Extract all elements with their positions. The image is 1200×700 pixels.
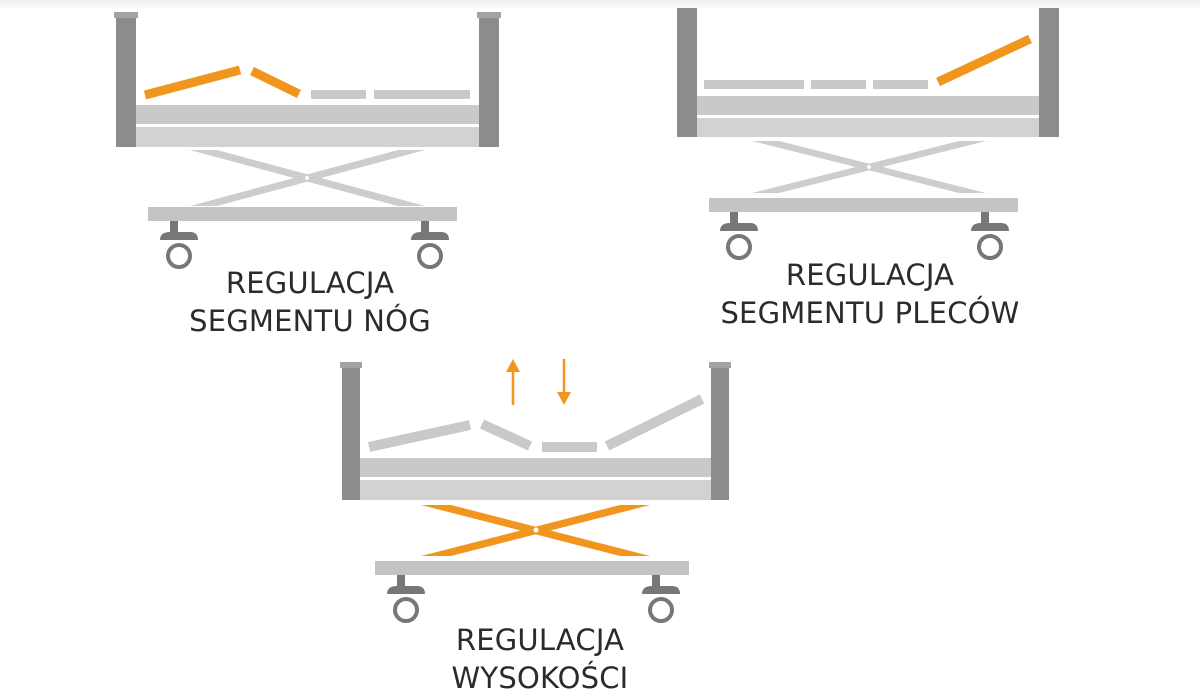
leg-segment (367, 420, 472, 452)
bed-base (148, 207, 457, 221)
post-cap-left (340, 362, 362, 368)
caster-wheel-icon (411, 221, 449, 269)
bed-post-left (342, 364, 360, 500)
seat-segment (873, 80, 928, 89)
arrow-up-icon (506, 359, 520, 405)
caption-legs: REGULACJA SEGMENTU NÓG (160, 264, 460, 340)
bed-frame-top (360, 458, 711, 477)
bed-frame-bottom (360, 480, 711, 500)
caster-wheel-icon (160, 221, 198, 269)
caption-back-line1: REGULACJA (785, 258, 955, 292)
caption-back: REGULACJA SEGMENTU PLECÓW (700, 256, 1040, 332)
post-cap-left (114, 12, 138, 18)
bed-frame-bottom (136, 127, 479, 147)
scissor-pivot (305, 176, 309, 180)
caster-wheel-icon (720, 212, 758, 260)
scissor-pivot (533, 527, 539, 533)
bed-post-right (479, 14, 499, 147)
leg-segment-upper (143, 65, 242, 100)
caster-wheel-icon (971, 212, 1009, 260)
seat-segment (311, 90, 366, 99)
post-cap-right (477, 12, 501, 18)
seat-segment (542, 442, 597, 452)
caption-legs-line1: REGULACJA (225, 266, 395, 300)
caption-height-line2: WYSOKOŚCI (451, 661, 629, 695)
knee-segment (479, 419, 533, 451)
scissor-pivot (867, 165, 871, 169)
bed-post-right (711, 364, 729, 500)
bed-frame-bottom (697, 118, 1039, 137)
top-edge-shade (0, 0, 1200, 10)
back-segment (374, 90, 470, 99)
leg-segment-lower (250, 66, 301, 99)
back-segment (604, 394, 705, 451)
caster-wheel-icon (642, 575, 680, 623)
bed-base (709, 198, 1018, 212)
caption-height: REGULACJA WYSOKOŚCI (390, 621, 690, 697)
bed-base (375, 561, 689, 575)
bed-post-left (116, 14, 136, 147)
leg-segment (704, 80, 804, 89)
bed-frame-top (697, 96, 1039, 115)
caster-wheel-icon (387, 575, 425, 623)
bed-frame-top (136, 105, 479, 124)
caption-height-line1: REGULACJA (455, 623, 625, 657)
post-cap-right (709, 362, 731, 368)
arrow-down-icon (557, 359, 571, 405)
back-segment-raised (936, 34, 1032, 87)
caption-legs-line2: SEGMENTU NÓG (189, 304, 431, 338)
leg-segment-mid (811, 80, 866, 89)
caption-back-line2: SEGMENTU PLECÓW (720, 296, 1020, 330)
bed-post-left (677, 8, 697, 137)
bed-post-right (1039, 8, 1059, 137)
